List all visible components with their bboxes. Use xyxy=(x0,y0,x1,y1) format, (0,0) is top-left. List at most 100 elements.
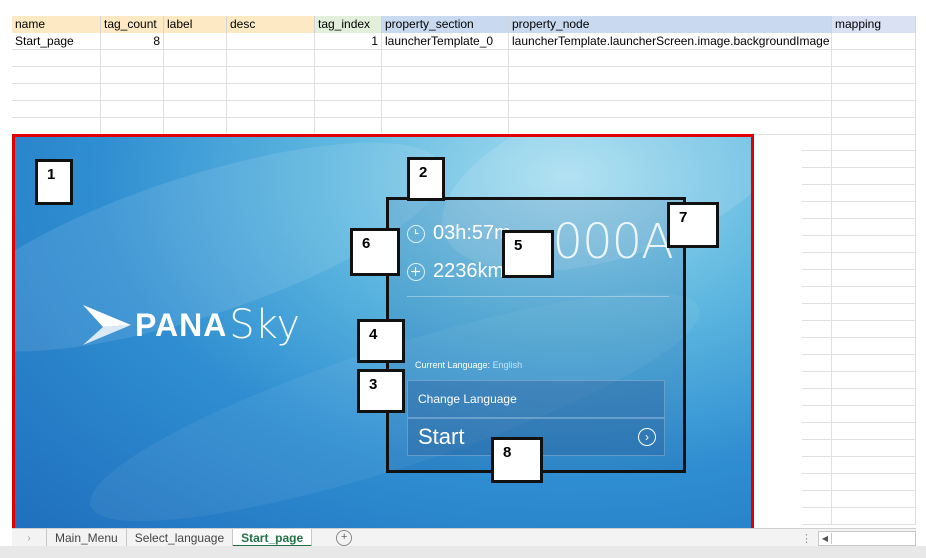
empty-cell[interactable] xyxy=(12,67,101,84)
grid-cell[interactable] xyxy=(832,185,916,202)
empty-cell[interactable] xyxy=(164,118,227,135)
empty-cell[interactable] xyxy=(315,50,382,67)
empty-cell[interactable] xyxy=(12,84,101,101)
empty-cell[interactable] xyxy=(101,84,164,101)
col-header-property-section[interactable]: property_section xyxy=(382,16,509,33)
grid-cell[interactable] xyxy=(832,270,916,287)
cell-property-node[interactable]: launcherTemplate.launcherScreen.image.ba… xyxy=(509,33,832,50)
grid-cell[interactable] xyxy=(832,457,916,474)
col-header-desc[interactable]: desc xyxy=(227,16,315,33)
grid-cell[interactable] xyxy=(802,406,832,423)
grid-cell[interactable] xyxy=(832,372,916,389)
empty-cell[interactable] xyxy=(382,101,509,118)
grid-cell[interactable] xyxy=(832,338,916,355)
grid-cell[interactable] xyxy=(802,338,832,355)
grid-cell[interactable] xyxy=(802,389,832,406)
col-header-property-node[interactable]: property_node xyxy=(509,16,832,33)
empty-cell[interactable] xyxy=(382,50,509,67)
grid-cell[interactable] xyxy=(832,355,916,372)
grid-cell[interactable] xyxy=(802,219,832,236)
empty-cell[interactable] xyxy=(164,101,227,118)
grid-cell[interactable] xyxy=(802,168,832,185)
empty-cell[interactable] xyxy=(12,50,101,67)
grid-cell[interactable] xyxy=(832,168,916,185)
empty-cell[interactable] xyxy=(164,84,227,101)
tab-main-menu[interactable]: Main_Menu xyxy=(46,529,127,547)
grid-cell[interactable] xyxy=(832,253,916,270)
grid-cell[interactable] xyxy=(802,202,832,219)
cell-label[interactable] xyxy=(164,33,227,50)
tab-select-language[interactable]: Select_language xyxy=(127,529,234,547)
grid-cell[interactable] xyxy=(832,134,916,151)
cell-mapping[interactable] xyxy=(832,33,916,50)
grid-cell[interactable] xyxy=(832,440,916,457)
empty-cell[interactable] xyxy=(382,67,509,84)
empty-cell[interactable] xyxy=(227,118,315,135)
grid-cell[interactable] xyxy=(802,253,832,270)
cell-tag-count[interactable]: 8 xyxy=(101,33,164,50)
empty-cell[interactable] xyxy=(101,118,164,135)
sheet-nav-arrow-icon[interactable]: › xyxy=(27,532,31,544)
grid-cell[interactable] xyxy=(832,508,916,525)
grid-cell[interactable] xyxy=(802,508,832,525)
grid-cell[interactable] xyxy=(802,355,832,372)
empty-cell[interactable] xyxy=(315,84,382,101)
change-language-button[interactable]: Change Language xyxy=(407,380,665,418)
empty-cell[interactable] xyxy=(832,118,916,135)
grid-cell[interactable] xyxy=(802,372,832,389)
grid-cell[interactable] xyxy=(802,151,832,168)
col-header-label[interactable]: label xyxy=(164,16,227,33)
empty-cell[interactable] xyxy=(315,118,382,135)
empty-cell[interactable] xyxy=(12,118,101,135)
empty-cell[interactable] xyxy=(509,118,832,135)
grid-cell[interactable] xyxy=(802,321,832,338)
empty-cell[interactable] xyxy=(509,50,832,67)
col-header-name[interactable]: name xyxy=(12,16,101,33)
empty-cell[interactable] xyxy=(315,101,382,118)
grid-cell[interactable] xyxy=(832,304,916,321)
grid-cell[interactable] xyxy=(832,287,916,304)
grid-cell[interactable] xyxy=(802,236,832,253)
grid-cell[interactable] xyxy=(802,474,832,491)
grid-cell[interactable] xyxy=(802,304,832,321)
empty-cell[interactable] xyxy=(101,67,164,84)
empty-cell[interactable] xyxy=(382,118,509,135)
grid-cell[interactable] xyxy=(832,389,916,406)
empty-cell[interactable] xyxy=(509,67,832,84)
cell-desc[interactable] xyxy=(227,33,315,50)
empty-cell[interactable] xyxy=(164,50,227,67)
empty-cell[interactable] xyxy=(101,101,164,118)
grid-cell[interactable] xyxy=(832,151,916,168)
col-header-tag-count[interactable]: tag_count xyxy=(101,16,164,33)
grid-cell[interactable] xyxy=(802,134,832,151)
grid-cell[interactable] xyxy=(802,457,832,474)
empty-cell[interactable] xyxy=(509,101,832,118)
empty-cell[interactable] xyxy=(227,50,315,67)
tab-start-page[interactable]: Start_page xyxy=(233,529,313,547)
empty-cell[interactable] xyxy=(227,84,315,101)
grid-cell[interactable] xyxy=(802,287,832,304)
cell-property-section[interactable]: launcherTemplate_0 xyxy=(382,33,509,50)
empty-cell[interactable] xyxy=(832,101,916,118)
grid-cell[interactable] xyxy=(832,474,916,491)
grid-cell[interactable] xyxy=(832,202,916,219)
cell-tag-index[interactable]: 1 xyxy=(315,33,382,50)
tab-split-handle-icon[interactable]: ⋮ xyxy=(801,533,812,545)
grid-cell[interactable] xyxy=(832,219,916,236)
empty-cell[interactable] xyxy=(164,67,227,84)
empty-cell[interactable] xyxy=(832,67,916,84)
horizontal-scrollbar[interactable]: ◀ xyxy=(818,531,916,546)
empty-cell[interactable] xyxy=(509,84,832,101)
col-header-mapping[interactable]: mapping xyxy=(832,16,916,33)
cell-name[interactable]: Start_page xyxy=(12,33,101,50)
grid-cell[interactable] xyxy=(832,423,916,440)
grid-cell[interactable] xyxy=(832,406,916,423)
empty-cell[interactable] xyxy=(832,84,916,101)
empty-cell[interactable] xyxy=(227,67,315,84)
empty-cell[interactable] xyxy=(382,84,509,101)
grid-cell[interactable] xyxy=(802,491,832,508)
empty-cell[interactable] xyxy=(12,101,101,118)
grid-cell[interactable] xyxy=(802,423,832,440)
add-sheet-icon[interactable]: + xyxy=(336,530,353,546)
grid-cell[interactable] xyxy=(802,185,832,202)
